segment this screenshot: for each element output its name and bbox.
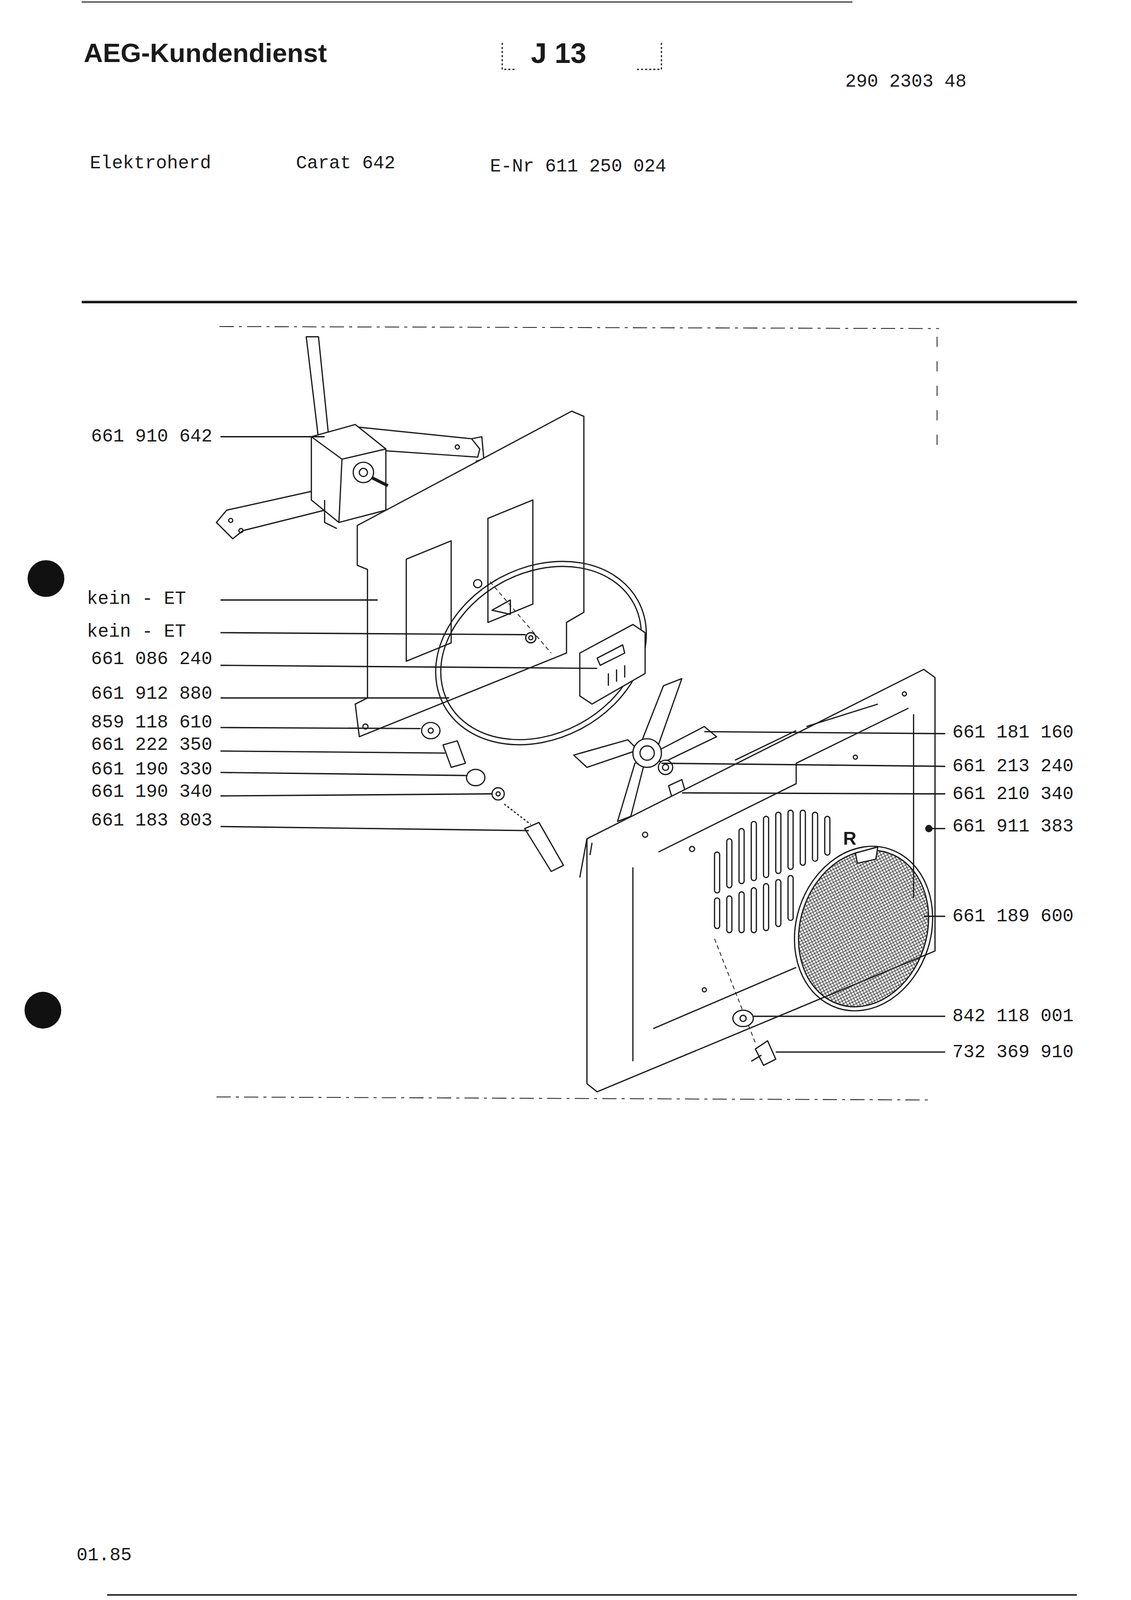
part-number: 661 910 642	[91, 427, 213, 446]
part-number: 661 912 880	[91, 684, 213, 704]
frame-line	[219, 326, 939, 329]
part-number: 661 183 803	[91, 811, 213, 830]
part-number: 661 190 330	[91, 760, 213, 779]
punch-hole	[27, 560, 65, 598]
part-number: 661 210 340	[952, 785, 1074, 804]
rule	[81, 301, 1077, 304]
heater-terminal	[489, 581, 646, 704]
punch-hole	[24, 992, 62, 1030]
part-number: 732 369 910	[952, 1043, 1074, 1062]
back-plate	[355, 411, 584, 738]
fan-motor	[311, 424, 388, 529]
oven-gasket	[403, 525, 679, 781]
e-number: E-Nr 611 250 024	[489, 157, 667, 176]
bracket-mark	[502, 42, 516, 70]
part-number: 661 189 600	[952, 907, 1074, 926]
document-number: 290 2303 48	[845, 72, 967, 91]
small-parts	[421, 722, 564, 872]
no-spare-note: kein - ET	[86, 589, 186, 609]
screw	[714, 938, 776, 1066]
sheet-code: J 13	[530, 38, 587, 68]
model-name: Carat 642	[296, 154, 396, 173]
part-number: 661 181 160	[952, 723, 1074, 742]
part-number: 842 118 001	[952, 1007, 1074, 1026]
page-title: AEG-Kundendienst	[83, 39, 327, 67]
grease-filter	[773, 828, 954, 1030]
bracket-mark	[635, 42, 662, 70]
rule	[81, 1, 853, 3]
part-number: 661 190 340	[91, 782, 213, 802]
rule	[107, 1594, 1077, 1596]
side-marking: R	[843, 829, 857, 849]
frame-line	[936, 336, 938, 454]
appliance-type: Elektroherd	[89, 154, 212, 173]
part-number: 661 086 240	[91, 650, 213, 669]
part-number: 661 222 350	[91, 735, 213, 755]
no-spare-note: kein - ET	[86, 622, 186, 642]
date-code: 01.85	[76, 1546, 132, 1565]
part-number: 859 118 610	[91, 713, 213, 732]
leader-lines	[220, 437, 945, 1053]
frame-line	[216, 1097, 931, 1101]
part-number: 661 213 240	[952, 757, 1074, 776]
part-number: 661 911 383	[952, 817, 1074, 836]
